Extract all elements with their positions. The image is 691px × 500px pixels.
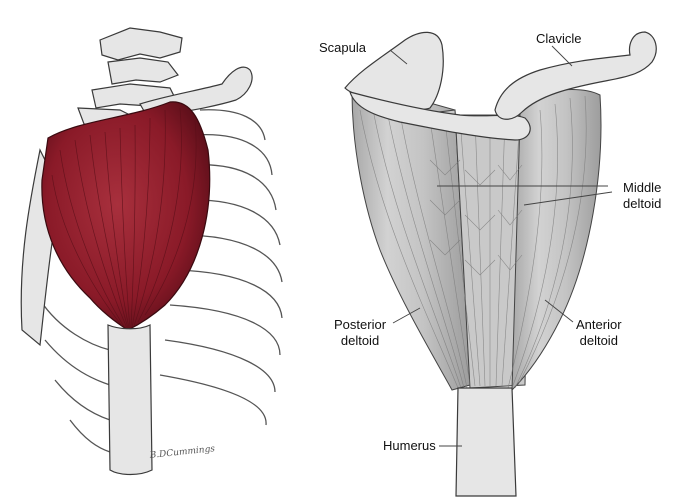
right-deltoid-illustration: [344, 31, 657, 497]
label-leader-lines: [389, 45, 613, 447]
label-humerus: Humerus: [383, 438, 436, 453]
cervical-vertebrae: [77, 27, 183, 129]
label-scapula: Scapula: [319, 40, 366, 55]
label-middle-deltoid-line1: Middle: [623, 180, 662, 195]
label-anterior-deltoid-line2: deltoid: [579, 333, 618, 348]
label-anterior-deltoid-line1: Anterior: [576, 317, 622, 332]
left-deltoid-muscle: [41, 101, 211, 331]
label-posterior-deltoid: Posterior deltoid: [334, 317, 386, 349]
left-deltoid-fibers: [51, 107, 197, 329]
label-middle-deltoid-line2: deltoid: [623, 196, 662, 211]
artist-signature: B.DCummings: [148, 444, 216, 461]
label-posterior-deltoid-line2: deltoid: [340, 333, 380, 348]
label-middle-deltoid: Middle deltoid: [623, 180, 661, 212]
left-shoulder-illustration: B.DCummings: [20, 27, 283, 476]
right-humerus: [455, 387, 517, 497]
right-acromion: [349, 91, 531, 141]
label-clavicle: Clavicle: [536, 31, 582, 46]
label-posterior-deltoid-line1: Posterior: [334, 317, 387, 332]
left-humerus: [107, 324, 153, 476]
label-anterior-deltoid: Anterior deltoid: [576, 317, 622, 349]
anterior-deltoid-muscle: [511, 89, 602, 392]
right-clavicle: [494, 31, 657, 120]
right-muscle-fibers: [359, 95, 587, 389]
